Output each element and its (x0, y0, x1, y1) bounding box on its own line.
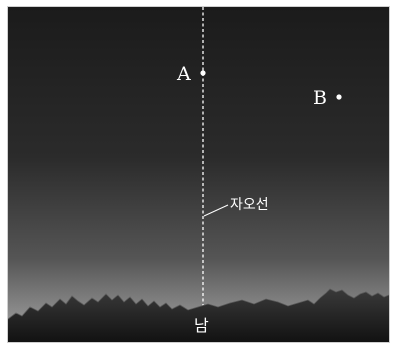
star-a-dot (200, 70, 206, 76)
star-b-label: B (313, 87, 327, 109)
star-b: B (313, 87, 342, 109)
direction-south-label: 남 (194, 316, 209, 335)
mountain-silhouette (8, 289, 389, 342)
star-a: A (176, 63, 206, 85)
meridian-leader-line (203, 204, 229, 217)
night-sky-diagram: A B 자오선 남 (7, 6, 390, 343)
star-b-dot (336, 94, 342, 100)
star-a-label: A (176, 63, 191, 85)
sky-background (8, 7, 389, 342)
meridian-annotation: 자오선 (203, 197, 269, 217)
sky-scene: A B 자오선 남 (8, 7, 389, 342)
mountain-ridge-highlight (8, 288, 389, 320)
meridian-label: 자오선 (230, 197, 269, 213)
